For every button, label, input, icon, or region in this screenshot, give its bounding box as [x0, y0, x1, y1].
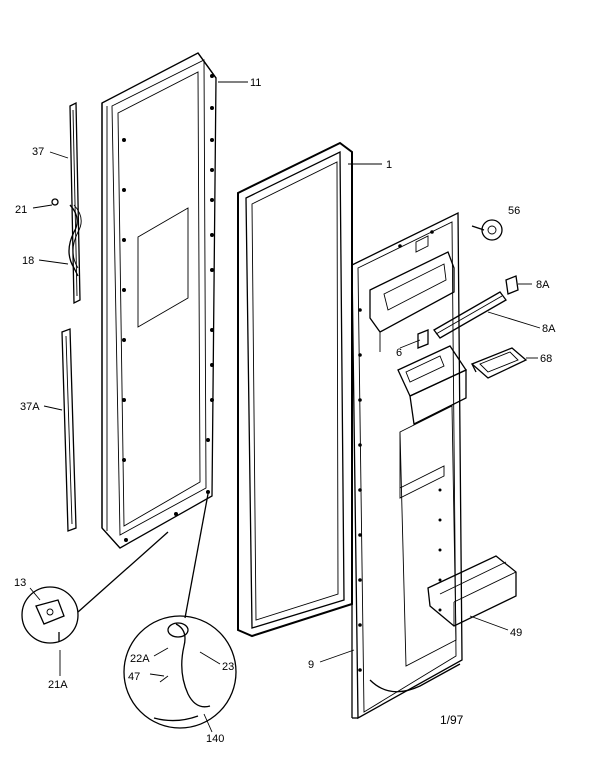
label-6: 6: [396, 347, 402, 359]
label-68: 68: [540, 353, 552, 365]
label-37A: 37A: [20, 401, 40, 413]
label-140: 140: [206, 733, 224, 745]
label-23: 23: [222, 661, 234, 673]
leader-lines: [29, 81, 541, 733]
outer-door-panel: [101, 52, 217, 549]
label-8A: 8A: [542, 323, 556, 335]
label-8A-top: 8A: [536, 279, 550, 291]
label-11: 11: [250, 77, 261, 89]
grille-68: [470, 347, 528, 379]
lever-bar-8A: [433, 291, 507, 339]
handle-trim-lower: [61, 328, 77, 532]
label-49: 49: [510, 627, 522, 639]
label-18: 18: [22, 255, 34, 267]
label-13: 13: [14, 577, 26, 589]
label-21: 21: [15, 204, 27, 216]
date-code: 1/97: [440, 713, 464, 727]
clip-8A-top: [505, 275, 519, 295]
handle-link: [51, 198, 82, 277]
label-9: 9: [308, 659, 314, 671]
label-56: 56: [508, 205, 520, 217]
label-37: 37: [32, 146, 44, 158]
wire-harness-detail: [123, 493, 237, 729]
label-22A: 22A: [130, 653, 150, 665]
label-1: 1: [386, 159, 392, 171]
screw-plug-56: [471, 219, 503, 241]
door-inner-liner: [351, 211, 467, 720]
bracket-6: [417, 329, 429, 349]
label-47: 47: [128, 671, 140, 683]
handle-trim-upper: [69, 101, 81, 305]
hinge-detail-circle: [21, 531, 169, 644]
door-gasket: [237, 141, 353, 638]
label-21A: 21A: [48, 679, 68, 691]
part-labels: 11 1 37 21 18 37A 56 8A 8A 6 68 49 9 13 …: [14, 77, 556, 745]
bin-49: [427, 555, 517, 627]
